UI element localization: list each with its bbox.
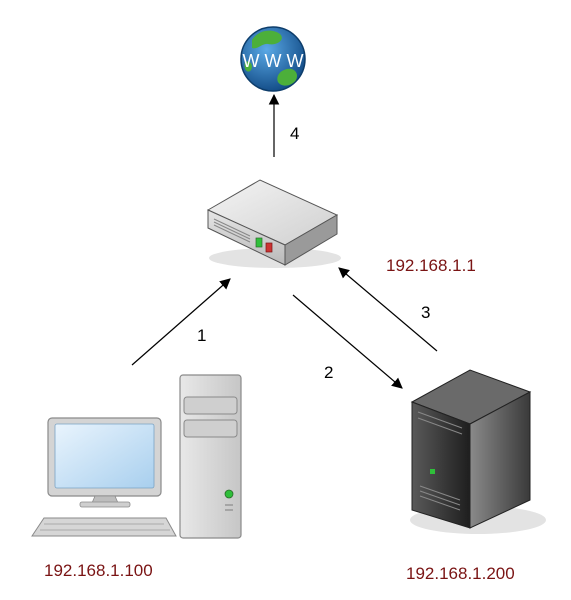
server-status-led [430,469,435,474]
router-ip-label: 192.168.1.1 [386,256,476,275]
router-icon [206,179,341,268]
tower-case-icon [179,374,242,539]
arrow-step-3 [338,267,438,352]
server-tower-icon [410,369,546,534]
step-label-2: 2 [324,363,334,382]
arrow-step-1 [131,278,231,366]
arrow-step-2 [292,294,403,389]
server-ip-label: 192.168.1.200 [406,564,515,583]
globe-icon: W W W [240,26,306,92]
step-label-3: 3 [421,303,431,322]
step-label-1: 1 [197,326,207,345]
router-status-led-red [265,242,273,253]
keyboard-icon [31,517,177,537]
workstation-ip-label: 192.168.1.100 [44,561,153,580]
desktop-computer-icon [31,374,242,539]
monitor-screen [54,423,155,489]
router-status-led-green [255,237,263,248]
step-label-4: 4 [290,124,300,143]
globe-text: W W W [243,51,304,71]
